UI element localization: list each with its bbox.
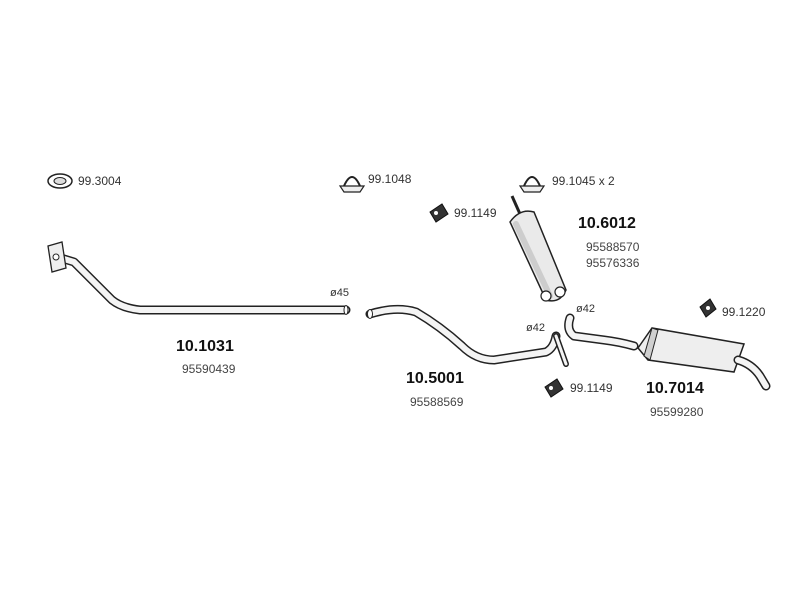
clamp-icon [518, 176, 546, 193]
rubber-hanger-icon [544, 378, 564, 398]
middle-pipe [365, 304, 569, 367]
rubber-hanger-icon [699, 298, 717, 318]
rear-muffler-diameter: ø42 [576, 303, 595, 315]
gasket-label: 99.3004 [78, 174, 122, 188]
hanger-rear-label: 99.1220 [722, 305, 766, 319]
middle-pipe-code: 10.5001 [406, 370, 464, 387]
front-pipe [47, 241, 351, 315]
front-pipe-diameter: ø45 [330, 287, 349, 299]
rubber-hanger-icon [429, 203, 449, 223]
rear-muffler-oem: 95599280 [650, 405, 704, 419]
middle-pipe-oem: 95588569 [410, 395, 464, 409]
front-pipe-oem: 95590439 [182, 362, 236, 376]
center-muffler-oem-1: 95588570 [586, 240, 640, 254]
gasket-icon [47, 173, 73, 189]
hanger-lower-label: 99.1149 [570, 381, 613, 395]
middle-pipe-diameter: ø42 [526, 322, 545, 334]
hanger-upper-label: 99.1149 [454, 206, 497, 220]
clamp-front-label: 99.1048 [368, 172, 412, 186]
clamp-mid-label: 99.1045 x 2 [552, 174, 615, 188]
rear-muffler-code: 10.7014 [646, 380, 704, 397]
center-muffler-code: 10.6012 [578, 215, 636, 232]
center-muffler [509, 195, 567, 302]
front-pipe-code: 10.1031 [176, 338, 234, 355]
clamp-icon [338, 176, 366, 193]
rear-muffler [564, 313, 771, 391]
center-muffler-oem-2: 95576336 [586, 256, 640, 270]
